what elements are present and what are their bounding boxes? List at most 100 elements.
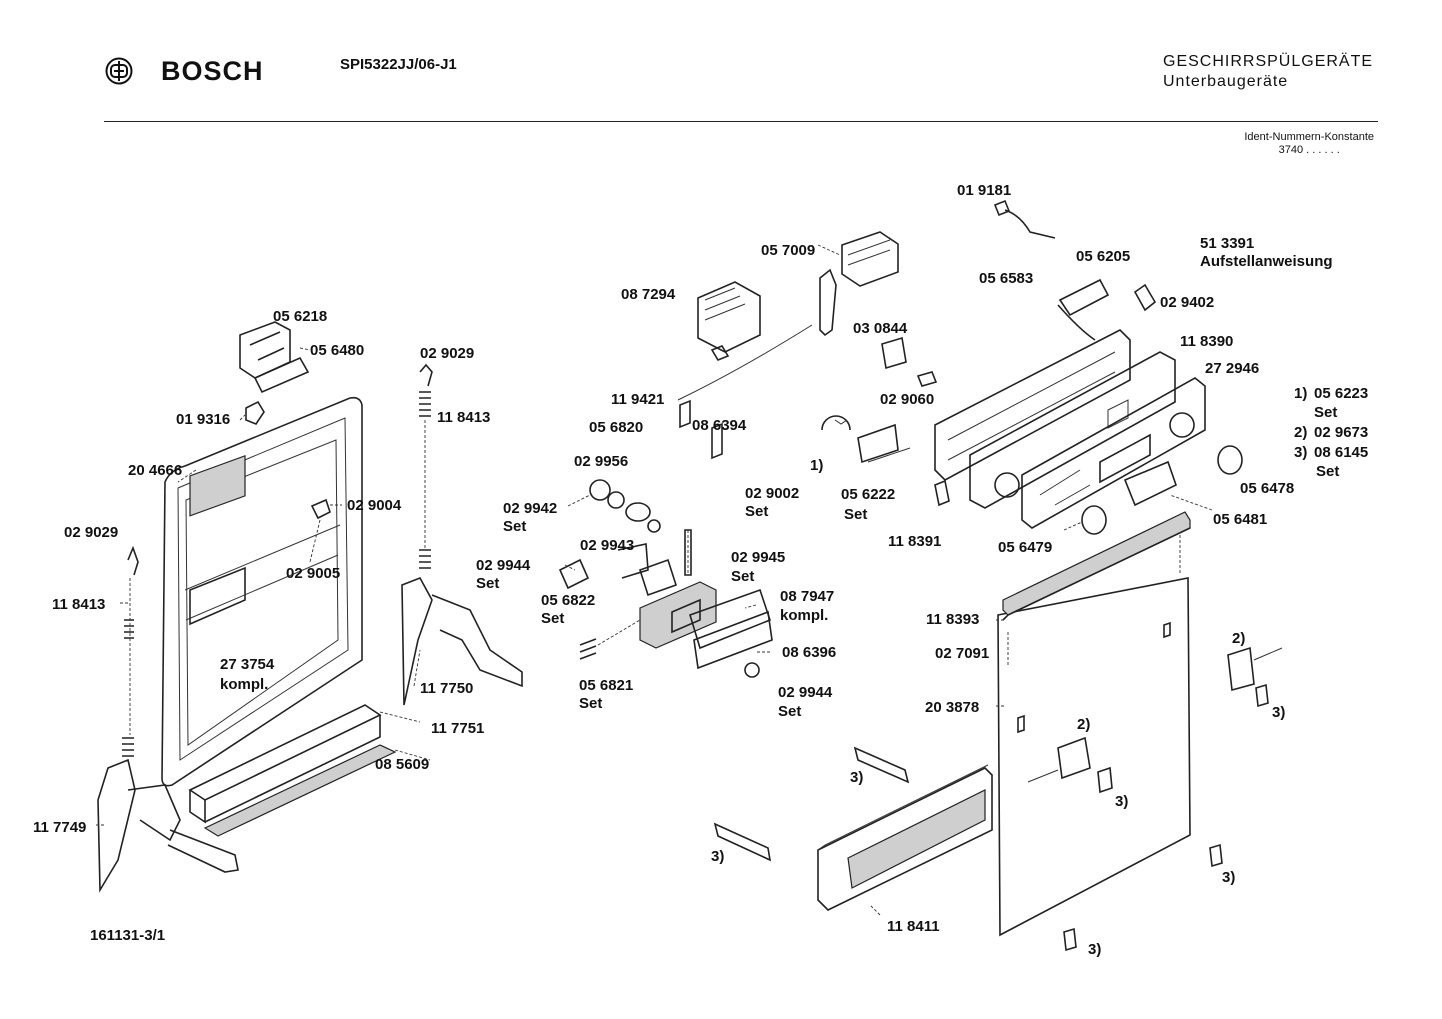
label-05-6583: 05 6583 <box>979 270 1033 287</box>
label-11-8393: 11 8393 <box>926 611 979 628</box>
label-08-7947-kompl: kompl. <box>780 607 828 624</box>
category-sub: Unterbaugeräte <box>1163 73 1289 90</box>
label-05-6478: 05 6478 <box>1240 480 1294 497</box>
label-11-7750: 11 7750 <box>420 680 473 697</box>
label-ref-3-kick: 3) <box>850 769 863 786</box>
left-hinge-assembly <box>97 545 239 893</box>
label-ref-3-bottom-right: 3) <box>1222 869 1235 886</box>
label-11-8411: 11 8411 <box>887 918 940 935</box>
label-20-3878: 20 3878 <box>925 699 979 716</box>
label-01-9316: 01 9316 <box>176 411 230 428</box>
control-panel-assembly <box>934 199 1243 535</box>
label-05-6222-set: Set <box>844 506 867 523</box>
label-02-9029-right: 02 9029 <box>420 345 474 362</box>
legend-1-part: 05 6223 <box>1314 385 1368 402</box>
instructions-code: 51 3391 <box>1200 235 1254 252</box>
notes-block: 51 3391 Aufstellanweisung 1) 05 6223 Set… <box>1200 235 1368 480</box>
label-02-9945: 02 9945 <box>731 549 785 566</box>
drawing-number: 161131-3/1 <box>90 927 165 944</box>
label-02-9029-left: 02 9029 <box>64 524 118 541</box>
label-ref-2-center: 2) <box>1077 716 1090 733</box>
label-02-9002: 02 9002 <box>745 485 799 502</box>
label-02-9944-top-set: Set <box>476 575 499 592</box>
right-hinge-assembly <box>401 363 523 706</box>
label-ref-1: 1) <box>810 457 823 474</box>
label-02-9956: 02 9956 <box>574 453 628 470</box>
outer-door-panel <box>997 511 1283 952</box>
label-02-7091: 02 7091 <box>935 645 989 662</box>
leader-lines <box>96 347 1213 916</box>
label-08-7294: 08 7294 <box>621 286 676 303</box>
legend-1-suffix: Set <box>1314 404 1337 421</box>
label-03-0844: 03 0844 <box>853 320 908 337</box>
part-labels: 05 6218 05 6480 01 9316 20 4666 02 9004 … <box>33 182 1294 958</box>
label-02-9945-set: Set <box>731 568 754 585</box>
label-02-9004: 02 9004 <box>347 497 402 514</box>
label-05-6820: 05 6820 <box>589 419 643 436</box>
label-02-9942-set: Set <box>503 518 526 535</box>
label-08-6394: 08 6394 <box>692 417 747 434</box>
dispenser-assembly <box>558 399 773 678</box>
label-02-9943: 02 9943 <box>580 537 634 554</box>
timer-switch-parts <box>677 231 899 401</box>
label-11-9421: 11 9421 <box>611 391 664 408</box>
legend-1-key: 1) <box>1294 385 1307 402</box>
inner-door-frame <box>161 396 363 787</box>
label-11-7751: 11 7751 <box>431 720 484 737</box>
legend-2-part: 02 9673 <box>1314 424 1368 441</box>
bottom-trim-strips <box>188 704 431 837</box>
door-switch-parts <box>821 336 938 464</box>
ident-block: Ident-Nummern-Konstante 3740 . . . . . . <box>1244 131 1374 157</box>
label-05-6480: 05 6480 <box>310 342 364 359</box>
label-05-6218: 05 6218 <box>273 308 327 325</box>
label-08-6396: 08 6396 <box>782 644 836 661</box>
label-ref-3-center: 3) <box>1115 793 1128 810</box>
label-02-9944-bottom: 02 9944 <box>778 684 833 701</box>
legend-3-key: 3) <box>1294 444 1307 461</box>
label-05-6481: 05 6481 <box>1213 511 1267 528</box>
category-main: GESCHIRRSPÜLGERÄTE <box>1163 53 1374 70</box>
instructions-label: Aufstellanweisung <box>1200 253 1333 270</box>
label-ref-2-right: 2) <box>1232 630 1245 647</box>
label-05-6205: 05 6205 <box>1076 248 1130 265</box>
ident-label: Ident-Nummern-Konstante <box>1244 131 1374 143</box>
label-11-8391: 11 8391 <box>888 533 941 550</box>
label-05-6822: 05 6822 <box>541 592 595 609</box>
label-08-7947: 08 7947 <box>780 588 834 605</box>
label-05-6821: 05 6821 <box>579 677 633 694</box>
label-11-7749: 11 7749 <box>33 819 86 836</box>
label-02-9402: 02 9402 <box>1160 294 1214 311</box>
label-ref-3-right: 3) <box>1272 704 1285 721</box>
label-05-6822-set: Set <box>541 610 564 627</box>
brand-name: BOSCH <box>161 56 264 86</box>
label-05-6479: 05 6479 <box>998 539 1052 556</box>
label-02-9005: 02 9005 <box>286 565 340 582</box>
label-11-8413-left: 11 8413 <box>52 596 105 613</box>
label-02-9942: 02 9942 <box>503 500 557 517</box>
bosch-logo-icon <box>105 57 133 85</box>
label-02-9944-bottom-set: Set <box>778 703 801 720</box>
header-rule <box>104 121 1378 122</box>
label-ref-3-bottom: 3) <box>1088 941 1101 958</box>
kick-panel <box>713 746 993 911</box>
label-01-9181: 01 9181 <box>957 182 1011 199</box>
label-05-6222: 05 6222 <box>841 486 895 503</box>
legend-3-part: 08 6145 <box>1314 444 1368 461</box>
label-27-3754: 27 3754 <box>220 656 275 673</box>
label-05-6821-set: Set <box>579 695 602 712</box>
category-title: GESCHIRRSPÜLGERÄTE Unterbaugeräte <box>1163 52 1373 92</box>
legend-3-suffix: Set <box>1316 463 1339 480</box>
label-ref-3-lower: 3) <box>711 848 724 865</box>
label-20-4666: 20 4666 <box>128 462 182 479</box>
legend-2-key: 2) <box>1294 424 1307 441</box>
ident-value: 3740 . . . . . . <box>1278 144 1340 156</box>
door-latch-parts <box>239 321 342 563</box>
label-27-2946: 27 2946 <box>1205 360 1259 377</box>
label-08-5609: 08 5609 <box>375 756 429 773</box>
model-number: SPI5322JJ/06-J1 <box>340 56 457 73</box>
label-05-7009: 05 7009 <box>761 242 815 259</box>
label-11-8390: 11 8390 <box>1180 333 1233 350</box>
label-27-3754-kompl: kompl. <box>220 676 268 693</box>
label-02-9002-set: Set <box>745 503 768 520</box>
